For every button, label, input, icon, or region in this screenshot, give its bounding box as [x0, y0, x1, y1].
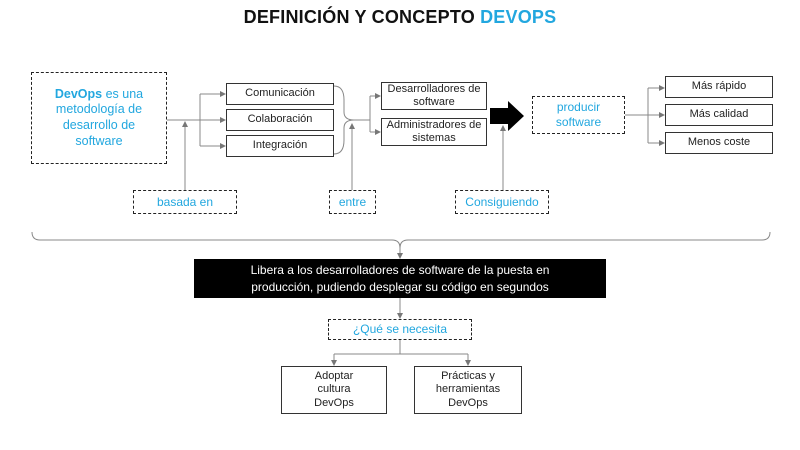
need-cultura: Adoptar cultura DevOps — [281, 366, 387, 414]
benefit-menos-coste: Menos coste — [665, 132, 773, 154]
connector-entre: entre — [329, 190, 376, 214]
pillar-comunicacion: Comunicación — [226, 83, 334, 105]
question-box: ¿Qué se necesita — [328, 319, 472, 340]
connector-consiguiendo: Consiguiendo — [455, 190, 549, 214]
definition-box: DevOps es una metodología de desarrollo … — [31, 72, 167, 164]
actor-administradores: Administradores de sistemas — [381, 118, 487, 146]
benefit-mas-rapido: Más rápido — [665, 76, 773, 98]
benefit-mas-calidad: Más calidad — [665, 104, 773, 126]
definition-text: es una metodología de desarrollo de soft… — [55, 86, 144, 148]
big-arrow — [490, 101, 524, 131]
pillar-colaboracion: Colaboración — [226, 109, 334, 131]
definition-bold: DevOps — [54, 86, 103, 101]
connector-basada-en: basada en — [133, 190, 237, 214]
summary-box: Libera a los desarrolladores de software… — [194, 259, 606, 298]
pillar-integracion: Integración — [226, 135, 334, 157]
actor-desarrolladores: Desarrolladores de software — [381, 82, 487, 110]
page-title: DEFINICIÓN Y CONCEPTO DEVOPS — [0, 7, 800, 28]
need-herramientas: Prácticas y herramientas DevOps — [414, 366, 522, 414]
goal-box: producir software — [532, 96, 625, 134]
title-accent: DEVOPS — [480, 7, 557, 27]
title-main: DEFINICIÓN Y CONCEPTO — [243, 7, 475, 27]
